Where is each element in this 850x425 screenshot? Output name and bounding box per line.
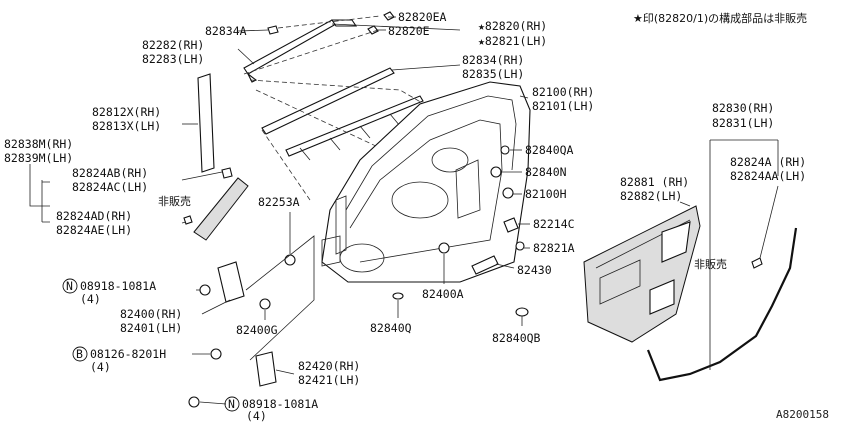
circle-n-letter-1: N [66,279,73,293]
label-82840QB: 82840QB [492,331,541,345]
non-sale-note: ★印(82820/1)の構成部品は非販売 [633,11,807,25]
bolt-82821A [515,241,525,251]
label-82840Q: 82840Q [370,321,412,335]
label-82835-lh: 82835(LH) [462,67,524,81]
label-82214C: 82214C [533,217,575,231]
grommet-82400G [259,298,271,310]
label-82101-lh: 82101(LH) [532,99,594,113]
label-non-sale-1: 非販売 [158,195,191,208]
label-82421-lh: 82421(LH) [298,373,360,387]
sash-trim-82812X [197,73,215,173]
circle-n-marker-1 [62,278,78,294]
plug-82840Q [392,292,404,300]
label-82430: 82430 [517,263,552,277]
label-82100H: 82100H [525,187,567,201]
label-82400G: 82400G [236,323,278,337]
label-bolt-08126-qty: (4) [90,360,111,374]
label-bolt-08918-2: 08918-1081A [242,397,318,411]
label-bolt-08918-1: 08918-1081A [80,279,156,293]
outer-weatherstrip [261,67,395,135]
upper-hinge-82400 [199,261,245,303]
diagram-reference: A8200158 [776,408,829,421]
label-82283-lh: 82283(LH) [142,52,204,66]
label-non-sale-2: 非販売 [694,258,727,271]
door-trim-panel-82881 [583,205,701,343]
clip-82820EA [383,11,395,21]
label-82813X: 82813X(LH) [92,119,161,133]
nut-82840N [490,166,502,178]
label-82820EA: 82820EA [398,10,447,24]
label-82824AE: 82824AE(LH) [56,223,132,237]
inner-weatherstrip [285,95,424,161]
label-82820-rh: ★82820(RH) [478,19,547,33]
label-82824AD: 82824AD(RH) [56,209,132,223]
label-bolt-08918-1-qty: (4) [80,292,101,306]
label-82834-rh: 82834(RH) [462,53,524,67]
label-82821A: 82821A [533,241,575,255]
door-sash-molding [243,19,358,83]
label-82820E: 82820E [388,24,430,38]
clip-82400A [438,242,450,254]
label-82840N: 82840N [525,165,567,179]
molding-clip-82834A [267,25,279,35]
label-82831-lh: 82831(LH) [712,116,774,130]
label-82839M: 82839M(LH) [4,151,73,165]
bolt-82100H [502,187,514,199]
lower-hinge-82420 [188,348,277,408]
label-82824AA-lh: 82824AA(LH) [730,169,806,183]
label-82824AC: 82824AC(LH) [72,180,148,194]
label-82400-rh: 82400(RH) [120,307,182,321]
label-82840QA: 82840QA [525,143,574,157]
door-weatherstrip-82830 [646,227,798,382]
label-82400A: 82400A [422,287,464,301]
clip-82824AD [183,215,193,225]
circle-n-letter-2: N [228,397,235,411]
label-82253A: 82253A [258,195,300,209]
label-82881-rh: 82881 (RH) [620,175,689,189]
label-bolt-08126: 08126-8201H [90,347,166,361]
grommet-82840QA [500,145,510,155]
plug-82840QB [515,307,529,317]
label-82882-lh: 82882(LH) [620,189,682,203]
label-82282-rh: 82282(RH) [142,38,204,52]
bracket-82430 [471,255,499,275]
label-82812X: 82812X(RH) [92,105,161,119]
circle-b-letter: B [76,347,83,361]
label-82420-rh: 82420(RH) [298,359,360,373]
clip-82820E [367,25,379,35]
label-82834A: 82834A [205,24,247,38]
label-82824AB: 82824AB(RH) [72,166,148,180]
rear-door-panel [321,81,531,283]
corner-trim-82838M [193,177,249,241]
label-82824A-rh: 82824A (RH) [730,155,806,169]
label-bolt-08918-2-qty: (4) [246,409,267,423]
clip-82824AB [221,167,233,179]
label-82838M: 82838M(RH) [4,137,73,151]
label-82830-rh: 82830(RH) [712,101,774,115]
circle-b-marker [72,346,88,362]
label-82401-lh: 82401(LH) [120,321,182,335]
circle-n-marker-2 [224,396,240,412]
bumper-82253A [284,254,296,266]
clip-82214C [503,217,519,233]
label-82100-rh: 82100(RH) [532,85,594,99]
label-82821-lh: ★82821(LH) [478,34,547,48]
